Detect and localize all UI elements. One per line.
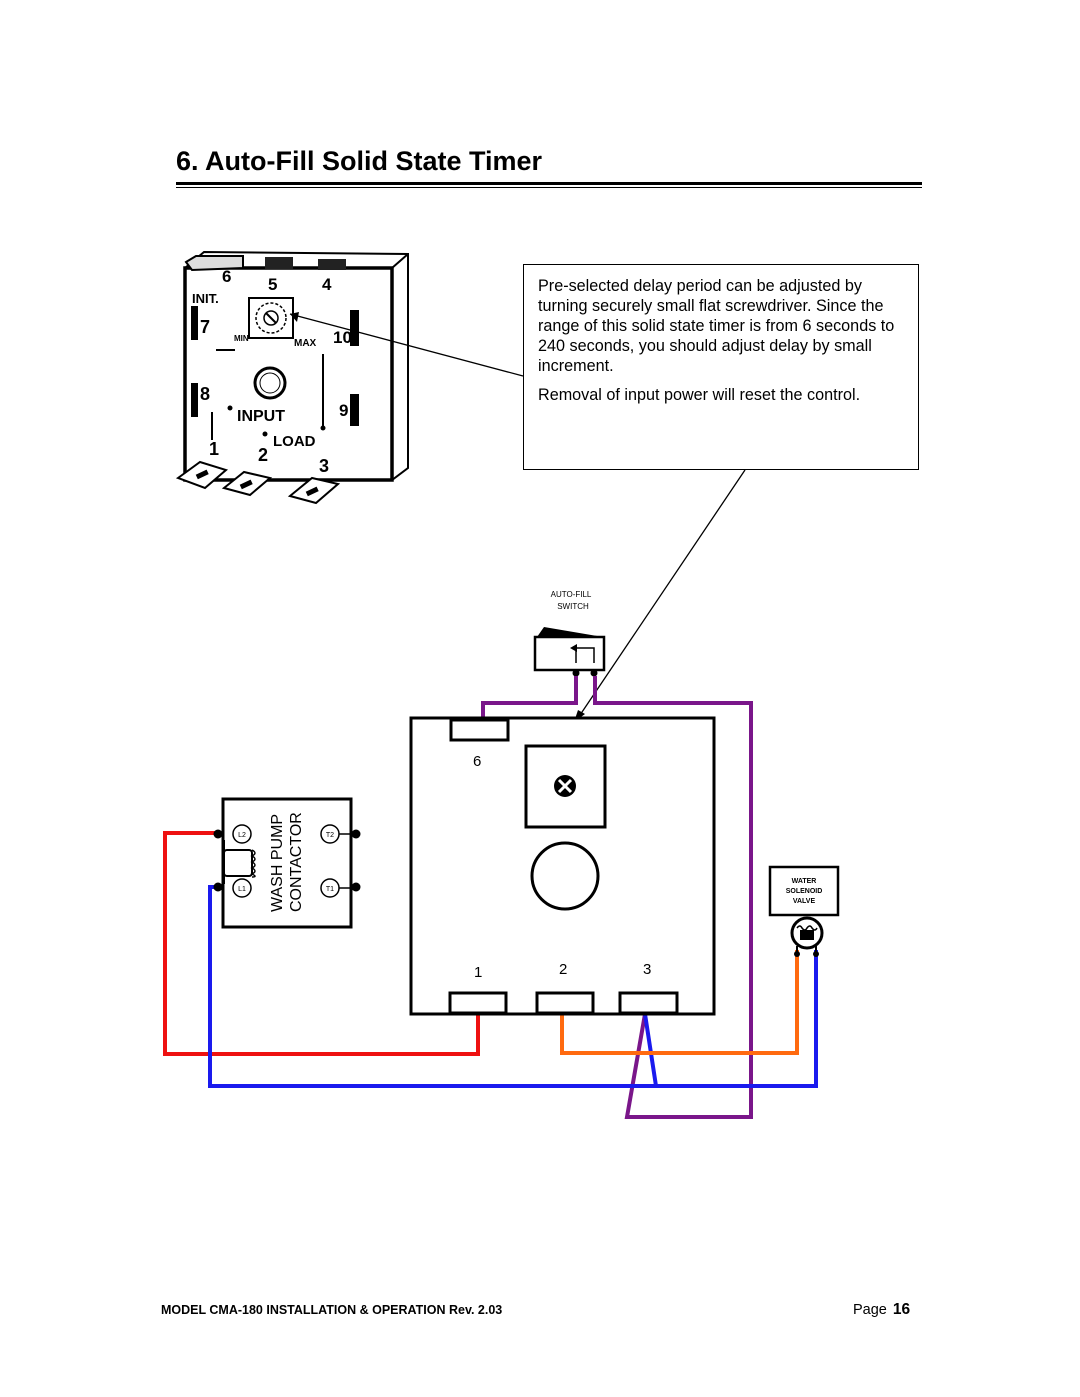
load-label: LOAD [273,433,316,450]
timer-module-illustration: 6 5 4 7 10 8 9 1 2 3 INIT. MIN MAX INPUT… [175,250,409,505]
page-title: 6. Auto-Fill Solid State Timer [176,146,543,176]
purple-wire-switch-to-terminal-3 [593,676,753,1119]
valve-label-line1: WATER [792,878,817,885]
terminal-4-label: 4 [322,275,332,294]
footer-page: Page 16 [853,1301,910,1319]
min-label: MIN [234,334,249,343]
contactor-label-line1: WASH PUMP [269,814,286,912]
orange-wire-terminal-2-to-valve [560,950,799,1055]
input-label: INPUT [237,408,285,425]
water-solenoid-valve: WATER SOLENOID VALVE [768,865,840,957]
terminal-10-label: 10 [333,328,352,347]
valve-label-line3: VALVE [793,898,816,905]
terminal-7-label: 7 [200,317,210,337]
timer-terminal-1-label: 1 [474,964,482,981]
title-rule-thick [176,182,922,185]
note-paragraph-reset: Removal of input power will reset the co… [538,386,861,404]
contactor-label-line2: CONTACTOR [288,812,305,912]
timer-terminal-3-label: 3 [643,961,651,978]
purple-wire-switch-to-terminal-6 [481,676,578,720]
blue-wire-contactor-to-valve [208,885,659,1088]
wash-pump-contactor: L2 L1 T2 T1 WASH PUMP CONTACTOR [213,797,361,929]
terminal-6-label: 6 [222,267,231,286]
contactor-terminal-t1: T1 [326,886,334,893]
max-label: MAX [294,338,317,349]
title-rule-thin [176,187,922,188]
terminal-3-label: 3 [319,456,329,476]
contactor-terminal-l2: L2 [238,832,246,839]
contactor-terminal-t2: T2 [326,832,334,839]
terminal-5-label: 5 [268,275,277,294]
wires [163,676,818,1119]
terminal-8-label: 8 [200,384,210,404]
footer-page-label: Page [853,1302,887,1318]
pot-leader-arrowhead [290,312,299,322]
terminal-9-label: 9 [339,401,348,420]
adjustment-note-box: Pre-selected delay period can be adjuste… [523,264,919,470]
blue-wire-valve [656,950,818,1088]
auto-fill-switch: AUTO-FILL SWITCH [533,590,606,677]
timer-terminal-6-label: 6 [473,753,481,770]
terminal-2-label: 2 [258,445,268,465]
note-paragraph-delay: Pre-selected delay period can be adjuste… [538,277,895,375]
pot-leader-line [289,313,524,377]
timer-terminal-2-label: 2 [559,961,567,978]
timer-schematic: 6 1 2 3 [409,716,716,1016]
init-label: INIT. [192,291,219,306]
footer-model: MODEL CMA-180 INSTALLATION & OPERATION R… [161,1303,503,1317]
switch-label-line2: SWITCH [557,602,589,611]
switch-label-line1: AUTO-FILL [551,590,592,599]
terminal-1-label: 1 [209,439,219,459]
valve-label-line2: SOLENOID [786,888,823,895]
contactor-terminal-l1: L1 [238,886,246,893]
red-wire-contactor-to-terminal-1 [163,831,480,1056]
footer-page-number: 16 [892,1301,911,1318]
note-leader-line [577,469,746,719]
